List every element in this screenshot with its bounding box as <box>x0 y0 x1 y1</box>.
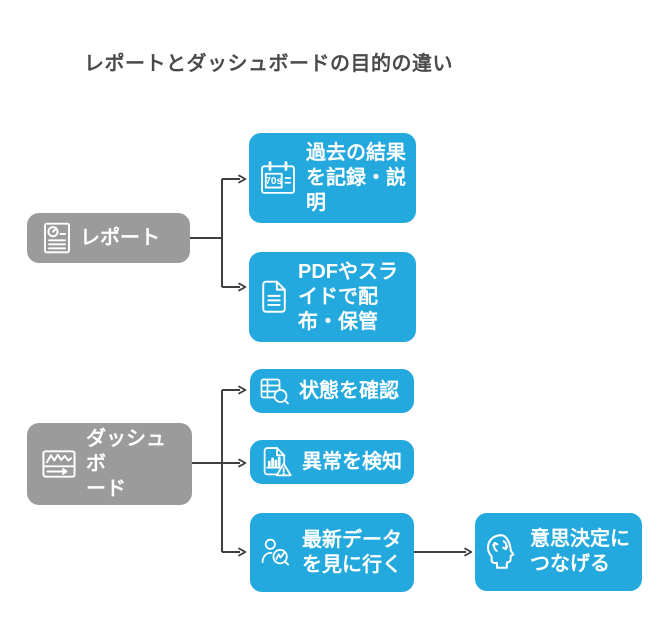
node-label: 過去の結果 を記録・説 明 <box>306 141 406 214</box>
report-document-icon <box>44 222 70 254</box>
node-view-latest-data: 最新データ を見に行く <box>250 513 414 592</box>
calendar-70s-icon: 70s <box>261 161 295 194</box>
node-decision: 意思決定に つなげる <box>475 513 642 591</box>
head-decision-icon <box>486 534 515 569</box>
table-search-icon <box>260 378 289 404</box>
dashboard-node: ダッシュボ ード <box>27 423 192 505</box>
node-detect-anomaly: 異常を検知 <box>250 440 414 484</box>
diagram-title: レポートとダッシュボードの目的の違い <box>84 53 453 75</box>
document-icon <box>262 280 286 313</box>
chart-warning-icon <box>263 446 292 476</box>
node-check-status: 状態を確認 <box>250 369 414 413</box>
node-label: PDFやスラ イドで配 布・保管 <box>298 260 398 333</box>
calendar-70s-text: 70s <box>265 176 282 187</box>
node-label: 状態を確認 <box>299 379 399 402</box>
report-node-label: レポート <box>80 226 160 249</box>
dashboard-node-label: ダッシュボ ード <box>86 427 166 500</box>
dashboard-icon <box>42 450 76 478</box>
node-record-past-results: 70s 過去の結果 を記録・説 明 <box>249 133 416 223</box>
node-label: 異常を検知 <box>302 450 402 473</box>
report-node: レポート <box>27 213 190 263</box>
node-pdf-distribute: PDFやスラ イドで配 布・保管 <box>249 252 416 342</box>
node-label: 意思決定に つなげる <box>530 528 630 575</box>
node-label: 最新データ を見に行く <box>302 528 402 576</box>
person-data-search-icon <box>261 538 290 566</box>
